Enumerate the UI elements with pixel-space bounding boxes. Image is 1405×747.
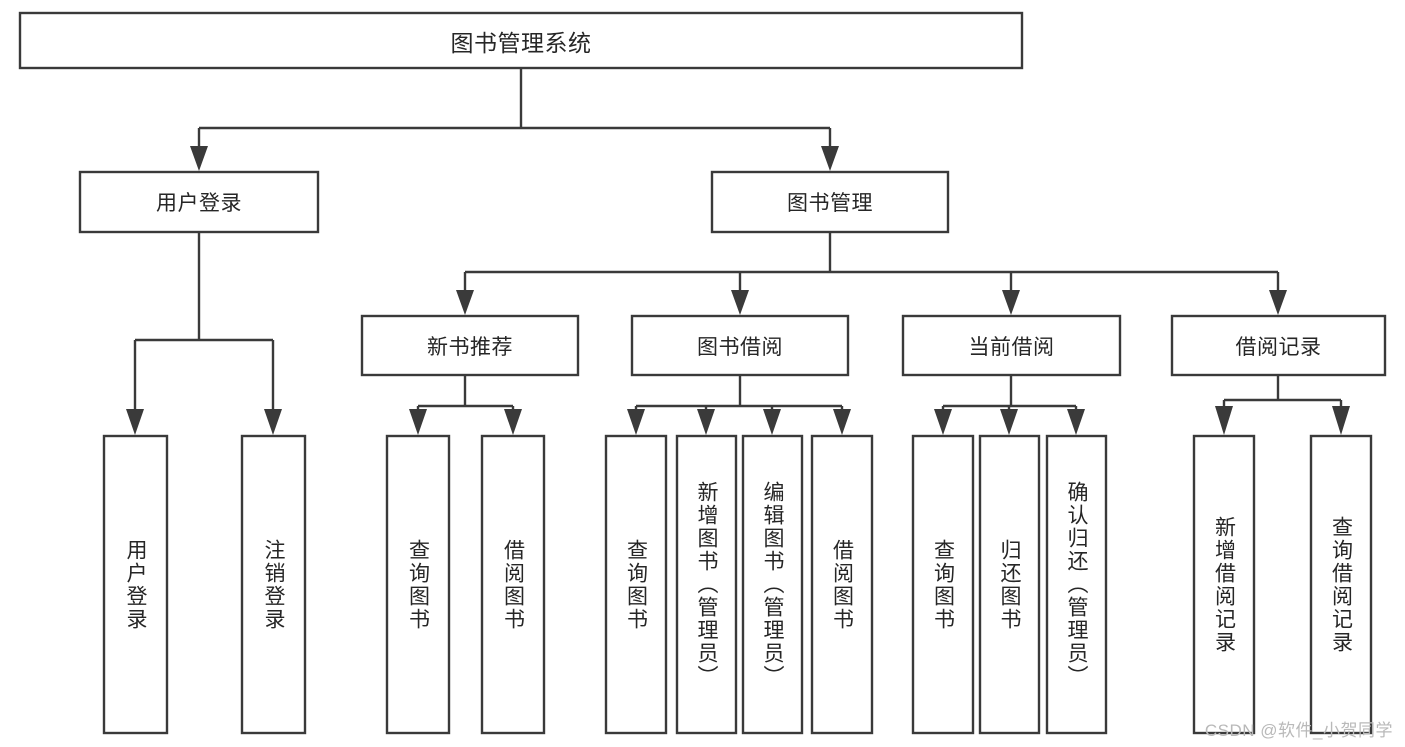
node-box-current-borrow[interactable] (901, 314, 1122, 377)
arrow-head-book-management (821, 146, 839, 171)
arrow-head-leaf-confirm-return (1067, 409, 1085, 435)
node-box-leaf-user-login[interactable] (102, 434, 169, 735)
node-box-leaf-query-book-3[interactable] (911, 434, 975, 735)
node-box-leaf-borrow-book-2[interactable] (810, 434, 874, 735)
arrow-head-leaf-query-book-3 (934, 409, 952, 435)
arrow-head-new-book-recommend (456, 290, 474, 315)
node-box-root[interactable] (18, 11, 1024, 70)
node-box-leaf-edit-book[interactable] (741, 434, 804, 735)
arrow-head-book-borrow (731, 290, 749, 315)
arrow-head-leaf-return-book (1000, 409, 1018, 435)
connector-group (126, 68, 1350, 435)
node-box-leaf-logout-login[interactable] (240, 434, 307, 735)
arrow-head-leaf-user-login (126, 409, 144, 435)
node-box-leaf-confirm-return[interactable] (1045, 434, 1108, 735)
node-box-leaf-borrow-book-1[interactable] (480, 434, 546, 735)
arrow-head-leaf-add-book (697, 409, 715, 435)
arrow-head-leaf-borrow-book-1 (504, 409, 522, 435)
arrow-head-leaf-query-record (1332, 406, 1350, 435)
node-box-leaf-query-book-1[interactable] (385, 434, 451, 735)
node-box-user-login[interactable] (78, 170, 320, 234)
node-box-book-management[interactable] (710, 170, 950, 234)
arrow-head-user-login (190, 146, 208, 171)
arrow-head-borrow-record (1269, 290, 1287, 315)
arrow-head-leaf-add-record (1215, 406, 1233, 435)
node-box-borrow-record[interactable] (1170, 314, 1387, 377)
node-box-leaf-add-record[interactable] (1192, 434, 1256, 735)
node-box-group (18, 11, 1387, 735)
node-box-leaf-add-book[interactable] (675, 434, 738, 735)
arrow-head-current-borrow (1002, 290, 1020, 315)
node-box-leaf-query-record[interactable] (1309, 434, 1373, 735)
arrow-head-leaf-logout-login (264, 409, 282, 435)
node-box-book-borrow[interactable] (630, 314, 850, 377)
node-box-new-book-recommend[interactable] (360, 314, 580, 377)
arrow-head-leaf-borrow-book-2 (833, 409, 851, 435)
node-box-leaf-return-book[interactable] (978, 434, 1041, 735)
arrow-head-leaf-edit-book (763, 409, 781, 435)
node-box-leaf-query-book-2[interactable] (604, 434, 668, 735)
arrow-head-leaf-query-book-1 (409, 409, 427, 435)
arrow-head-leaf-query-book-2 (627, 409, 645, 435)
